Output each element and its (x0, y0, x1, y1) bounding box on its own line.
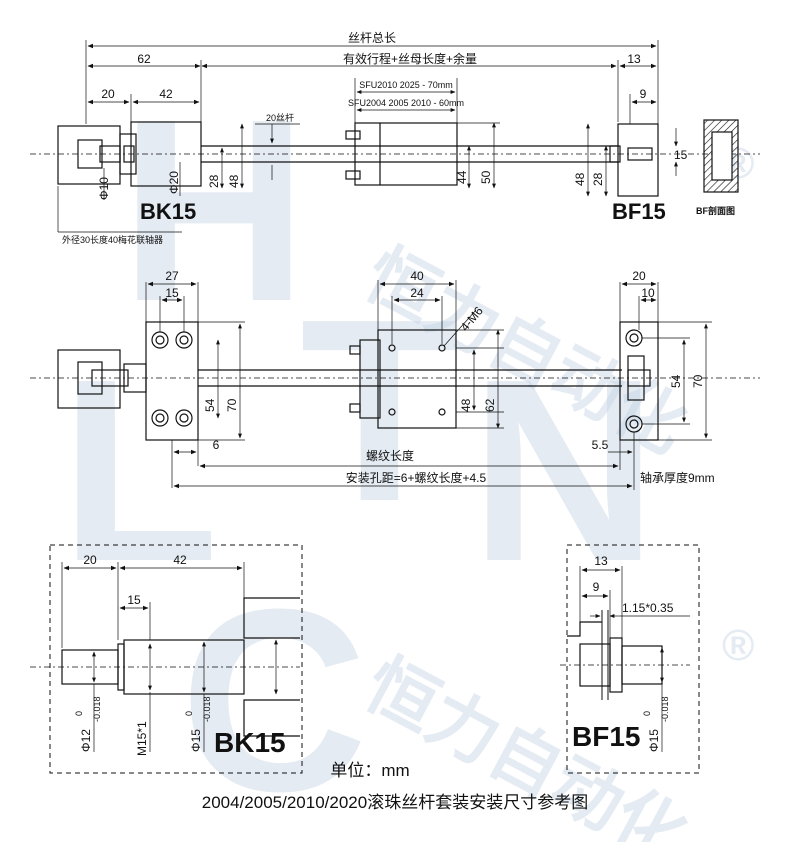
height-15: 15 (674, 148, 688, 162)
dim-5-5: 5.5 (592, 438, 609, 452)
bf-detail-dim-9: 9 (593, 580, 600, 594)
dim-24: 24 (410, 286, 424, 300)
bf-section-view (703, 119, 739, 193)
bk-detail-dim-15: 15 (127, 593, 141, 607)
watermark-letter-h: H (120, 66, 308, 356)
height-54-bf: 54 (669, 374, 683, 388)
bk-detail-dim-42: 42 (173, 553, 187, 567)
bk15-label-top: BK15 (140, 199, 196, 224)
bk15-detail (30, 544, 303, 774)
registered-mark-2: ® (722, 621, 754, 670)
sfu2004-note: SFU2004 2005 2010 - 60mm (348, 98, 464, 108)
page-caption: 2004/2005/2010/2020滚珠丝杆套装安装尺寸参考图 (202, 793, 588, 812)
sfu2010-note: SFU2010 2025 - 70mm (359, 80, 453, 90)
dia-20: Φ20 (167, 171, 181, 194)
bf-detail-d15-zero: 0 (642, 711, 652, 716)
height-28: 28 (207, 174, 221, 188)
bk-detail-m15: M15*1 (135, 721, 149, 756)
bf-detail-clip: 1.15*0.35 (622, 601, 674, 615)
height-70-bf: 70 (691, 374, 705, 388)
dim-6: 6 (213, 438, 220, 452)
height-48-bf: 48 (573, 172, 587, 186)
dim-62: 62 (137, 52, 151, 66)
height-62: 62 (483, 398, 497, 412)
ball-nut-side (377, 329, 457, 429)
bf15-detail (560, 544, 700, 774)
dim-9: 9 (640, 87, 647, 101)
bk-detail-d12-zero: 0 (74, 711, 84, 716)
height-50: 50 (479, 170, 493, 184)
dim-13: 13 (627, 52, 641, 66)
bk15-detail-label: BK15 (214, 727, 286, 758)
mount-formula-label: 安装孔距=6+螺纹长度+4.5 (346, 470, 487, 485)
bk15-support-top (130, 121, 202, 187)
side-view (30, 280, 760, 490)
bf-detail-d15: Φ15 (647, 729, 661, 752)
dim-27: 27 (165, 269, 179, 283)
height-48-nut: 48 (459, 398, 473, 412)
dim-20: 20 (101, 87, 115, 101)
unit-label: 单位：mm (330, 761, 409, 780)
bf15-support-top (617, 123, 659, 197)
height-44: 44 (455, 170, 469, 184)
dim-42: 42 (159, 87, 173, 101)
bf-detail-dim-13: 13 (594, 554, 608, 568)
total-length-label: 丝杆总长 (348, 31, 396, 45)
dim-10-bf: 10 (641, 286, 655, 300)
top-view (30, 40, 760, 233)
bk-detail-d15-tol: -0.018 (202, 696, 212, 722)
watermark-letter-n: N (470, 326, 658, 616)
dim-40: 40 (410, 269, 424, 283)
bk-detail-d15-zero: 0 (184, 711, 194, 716)
bearing-note: 轴承厚度9mm (640, 470, 715, 485)
ball-nut (354, 122, 458, 186)
bk-detail-d12: Φ12 (79, 729, 93, 752)
bf-detail-d15-tol: -0.018 (660, 696, 670, 722)
dim-15: 15 (165, 286, 179, 300)
screw-20-label: 20丝杆 (266, 112, 294, 123)
height-28-bf: 28 (591, 172, 605, 186)
watermark-letter-c: C (180, 556, 368, 842)
bf15-detail-label: BF15 (572, 721, 640, 752)
coupling (57, 125, 121, 185)
stroke-formula-label: 有效行程+丝母长度+余量 (343, 51, 477, 66)
bf-section-label: BF剖面图 (696, 205, 735, 216)
coupling-side (57, 349, 121, 409)
coupling-note: 外径30长度40梅花联轴器 (62, 234, 163, 245)
thread-length-label: 螺纹长度 (366, 448, 414, 463)
dia-10: Φ10 (97, 177, 111, 200)
height-70: 70 (225, 398, 239, 412)
bk-detail-dim-20: 20 (83, 553, 97, 567)
height-54: 54 (203, 398, 217, 412)
dim-20-bf: 20 (632, 269, 646, 283)
bf15-label-top: BF15 (612, 199, 666, 224)
bk-detail-d15: Φ15 (189, 729, 203, 752)
height-48: 48 (227, 174, 241, 188)
bk-detail-d12-tol: -0.018 (92, 696, 102, 722)
